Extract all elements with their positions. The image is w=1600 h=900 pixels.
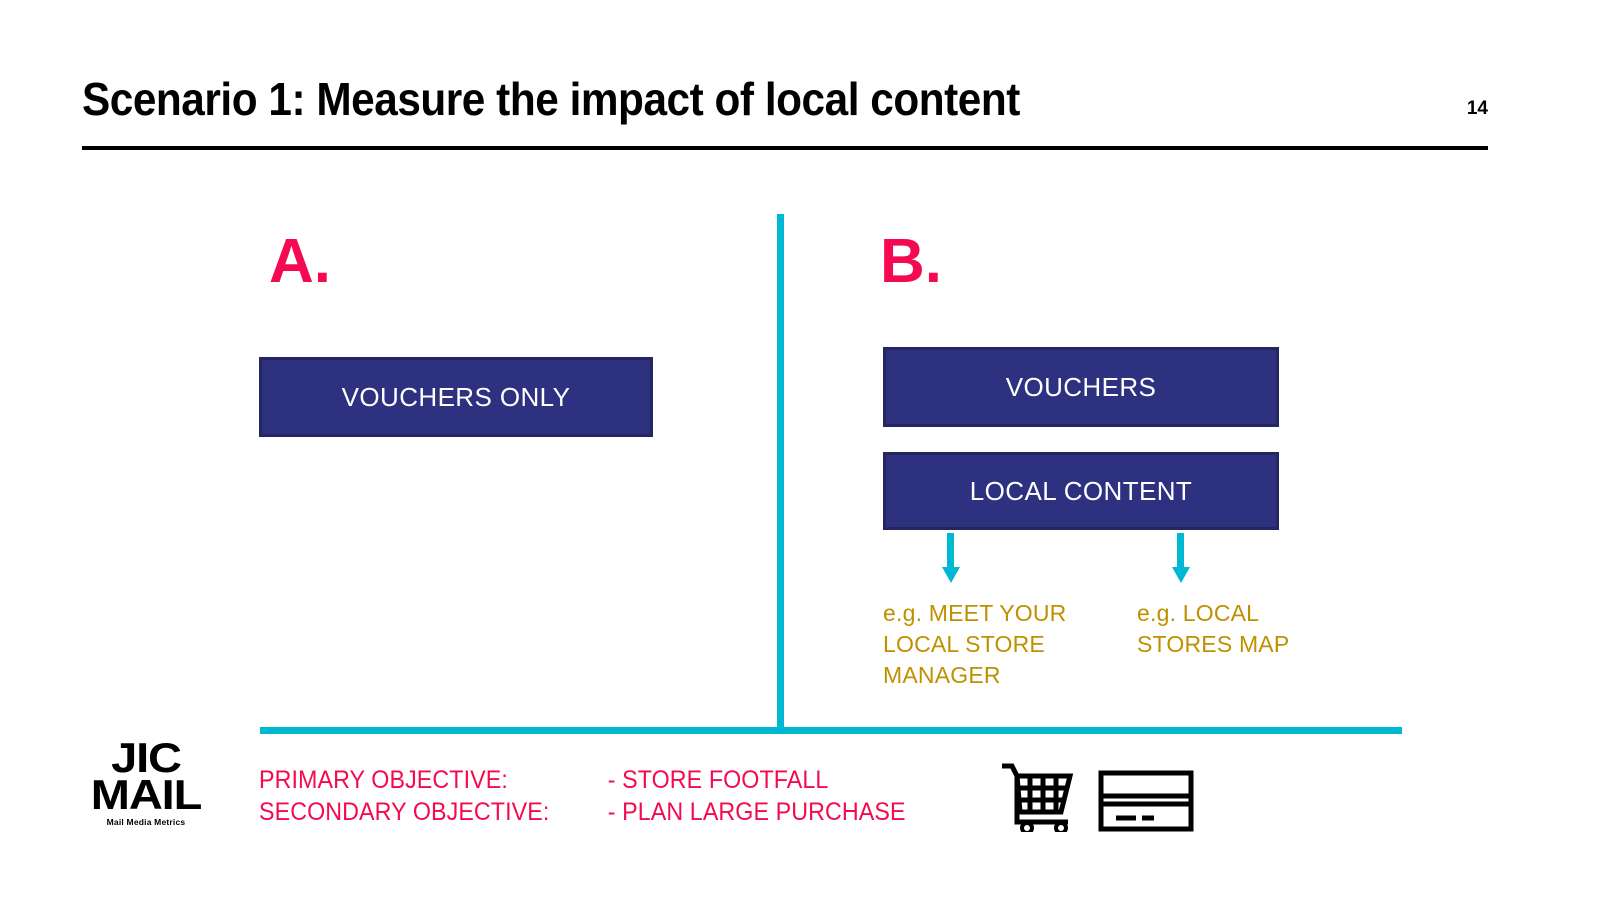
objective-row: PRIMARY OBJECTIVE: - STORE FOOTFALL [259, 764, 906, 796]
primary-objective-value: - STORE FOOTFALL [607, 766, 829, 794]
down-arrow-icon [940, 533, 962, 583]
branch-label-a: A. [269, 227, 331, 296]
title-divider [82, 146, 1488, 150]
objectives-block: PRIMARY OBJECTIVE: - STORE FOOTFALL SECO… [259, 764, 906, 828]
box-vouchers-label: VOUCHERS [1005, 371, 1157, 402]
example-caption-stores-map: e.g. LOCAL STORES MAP [1137, 600, 1290, 657]
logo-tagline: Mail Media Metrics [106, 817, 186, 827]
box-local-content[interactable]: LOCAL CONTENT [883, 452, 1279, 530]
secondary-objective-value: - PLAN LARGE PURCHASE [607, 798, 906, 826]
box-vouchers-only[interactable]: VOUCHERS ONLY [259, 357, 653, 437]
primary-objective-label: PRIMARY OBJECTIVE: [259, 766, 508, 794]
vertical-divider-line [777, 214, 784, 734]
credit-card-icon [1098, 770, 1194, 832]
example-caption-store-manager: e.g. MEET YOUR LOCAL STORE MANAGER [883, 600, 1067, 688]
secondary-objective-label: SECONDARY OBJECTIVE: [259, 798, 550, 826]
box-local-content-label: LOCAL CONTENT [969, 475, 1193, 506]
box-vouchers[interactable]: VOUCHERS [883, 347, 1279, 427]
box-vouchers-only-label: VOUCHERS ONLY [341, 381, 571, 412]
jicmail-logo: JIC MAIL Mail Media Metrics [80, 737, 212, 832]
horizontal-baseline-line [260, 727, 1402, 734]
objective-row: SECONDARY OBJECTIVE: - PLAN LARGE PURCHA… [259, 796, 906, 828]
logo-line-mail: MAIL [90, 771, 203, 818]
page-title: Scenario 1: Measure the impact of local … [82, 73, 1020, 125]
page-number: 14 [1466, 98, 1488, 119]
logo-line-jic: JIC [111, 734, 182, 781]
shopping-cart-icon [998, 760, 1074, 835]
branch-label-b: B. [880, 227, 942, 296]
down-arrow-icon [1170, 533, 1192, 583]
